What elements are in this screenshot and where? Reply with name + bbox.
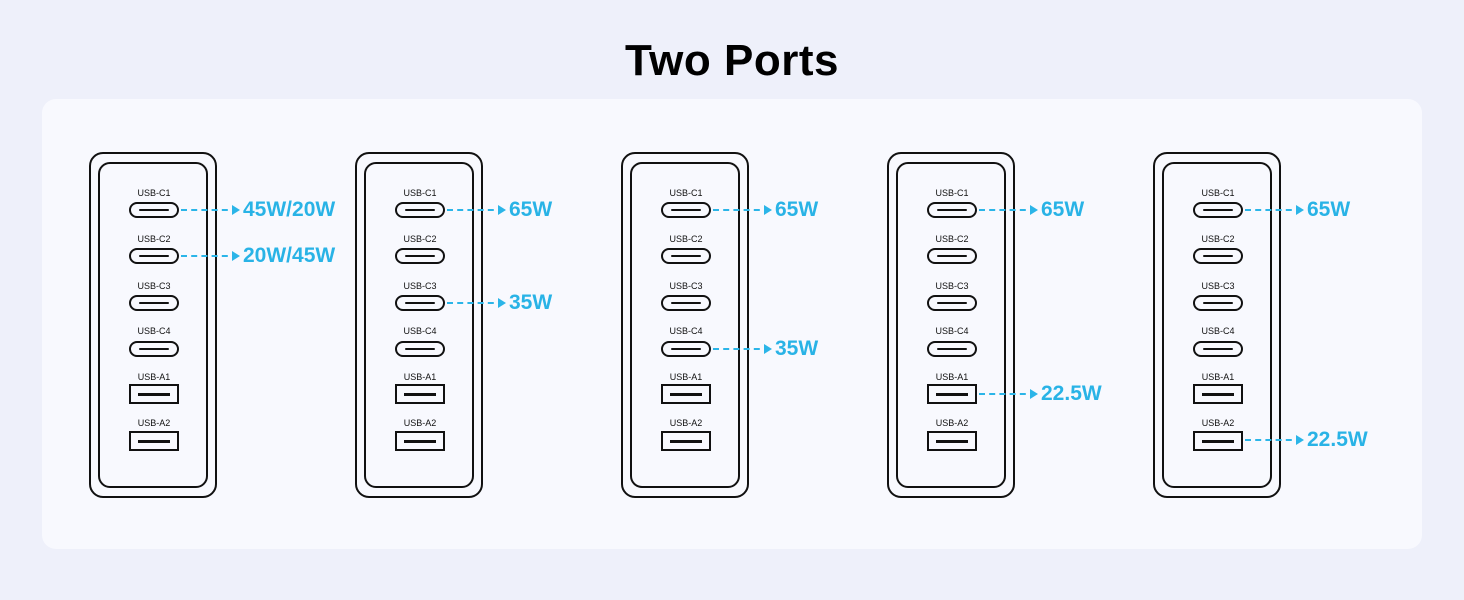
- usb-c-port-2: [395, 248, 445, 264]
- charger-5: [1153, 152, 1281, 498]
- port-label-usb-a2: USB-A2: [935, 418, 969, 428]
- port-label-usb-c4: USB-C4: [137, 326, 171, 336]
- usb-a-port-2: [395, 431, 445, 451]
- usb-a-port-2: [927, 431, 977, 451]
- port-label-usb-c4: USB-C4: [1201, 326, 1235, 336]
- charger-4: [887, 152, 1015, 498]
- port-label-usb-c1: USB-C1: [1201, 188, 1235, 198]
- usb-c-port-3: [1193, 295, 1243, 311]
- port-label-usb-c2: USB-C2: [1201, 234, 1235, 244]
- charger-face: [98, 162, 208, 488]
- usb-a-port-1: [927, 384, 977, 404]
- port-label-usb-c3: USB-C3: [935, 281, 969, 291]
- port-label-usb-a1: USB-A1: [403, 372, 437, 382]
- usb-c-port-4: [395, 341, 445, 357]
- port-label-usb-c3: USB-C3: [403, 281, 437, 291]
- page-title: Two Ports: [625, 36, 839, 85]
- usb-c-port-2: [129, 248, 179, 264]
- port-label-usb-a2: USB-A2: [137, 418, 171, 428]
- usb-c-port-3: [395, 295, 445, 311]
- charger-1: [89, 152, 217, 498]
- power-arrow: [447, 298, 506, 308]
- usb-a-port-2: [661, 431, 711, 451]
- power-arrow: [979, 205, 1038, 215]
- power-output-label: 35W: [509, 291, 553, 314]
- usb-a-port-1: [129, 384, 179, 404]
- usb-c-port-2: [1193, 248, 1243, 264]
- usb-a-port-1: [395, 384, 445, 404]
- power-arrow: [1245, 205, 1304, 215]
- port-label-usb-c1: USB-C1: [935, 188, 969, 198]
- power-output-label: 65W: [509, 198, 553, 221]
- port-label-usb-a1: USB-A1: [137, 372, 171, 382]
- power-output-label: 65W: [775, 198, 819, 221]
- power-arrow: [713, 344, 772, 354]
- port-label-usb-c1: USB-C1: [669, 188, 703, 198]
- usb-a-port-1: [1193, 384, 1243, 404]
- usb-c-port-1: [927, 202, 977, 218]
- power-output-label: 22.5W: [1041, 382, 1102, 405]
- usb-c-port-2: [661, 248, 711, 264]
- power-output-label: 22.5W: [1307, 428, 1368, 451]
- usb-c-port-1: [661, 202, 711, 218]
- usb-c-port-1: [1193, 202, 1243, 218]
- usb-c-port-2: [927, 248, 977, 264]
- port-label-usb-a1: USB-A1: [935, 372, 969, 382]
- power-output-label: 20W/45W: [243, 244, 336, 267]
- port-label-usb-c3: USB-C3: [669, 281, 703, 291]
- power-arrow: [181, 251, 240, 261]
- charger-face: [896, 162, 1006, 488]
- usb-c-port-4: [927, 341, 977, 357]
- power-output-label: 65W: [1041, 198, 1085, 221]
- usb-a-port-2: [1193, 431, 1243, 451]
- usb-c-port-4: [661, 341, 711, 357]
- power-arrow: [979, 389, 1038, 399]
- charger-2: [355, 152, 483, 498]
- power-arrow: [713, 205, 772, 215]
- power-output-label: 65W: [1307, 198, 1351, 221]
- port-label-usb-c4: USB-C4: [935, 326, 969, 336]
- port-label-usb-c4: USB-C4: [403, 326, 437, 336]
- power-arrow: [181, 205, 240, 215]
- usb-c-port-4: [1193, 341, 1243, 357]
- power-arrow: [1245, 435, 1304, 445]
- usb-c-port-1: [395, 202, 445, 218]
- port-label-usb-a1: USB-A1: [1201, 372, 1235, 382]
- port-label-usb-c3: USB-C3: [1201, 281, 1235, 291]
- port-label-usb-c2: USB-C2: [403, 234, 437, 244]
- port-label-usb-a2: USB-A2: [403, 418, 437, 428]
- usb-c-port-3: [927, 295, 977, 311]
- power-output-label: 35W: [775, 337, 819, 360]
- port-label-usb-c1: USB-C1: [403, 188, 437, 198]
- port-label-usb-c3: USB-C3: [137, 281, 171, 291]
- port-label-usb-c2: USB-C2: [669, 234, 703, 244]
- power-output-label: 45W/20W: [243, 198, 336, 221]
- port-label-usb-c2: USB-C2: [137, 234, 171, 244]
- port-label-usb-a1: USB-A1: [669, 372, 703, 382]
- usb-a-port-1: [661, 384, 711, 404]
- charger-face: [364, 162, 474, 488]
- usb-c-port-4: [129, 341, 179, 357]
- charger-face: [1162, 162, 1272, 488]
- port-label-usb-c4: USB-C4: [669, 326, 703, 336]
- usb-c-port-3: [129, 295, 179, 311]
- usb-c-port-1: [129, 202, 179, 218]
- port-label-usb-c2: USB-C2: [935, 234, 969, 244]
- power-arrow: [447, 205, 506, 215]
- usb-a-port-2: [129, 431, 179, 451]
- port-label-usb-a2: USB-A2: [1201, 418, 1235, 428]
- diagram-panel: [42, 99, 1422, 549]
- charger-face: [630, 162, 740, 488]
- port-label-usb-c1: USB-C1: [137, 188, 171, 198]
- charger-3: [621, 152, 749, 498]
- usb-c-port-3: [661, 295, 711, 311]
- port-label-usb-a2: USB-A2: [669, 418, 703, 428]
